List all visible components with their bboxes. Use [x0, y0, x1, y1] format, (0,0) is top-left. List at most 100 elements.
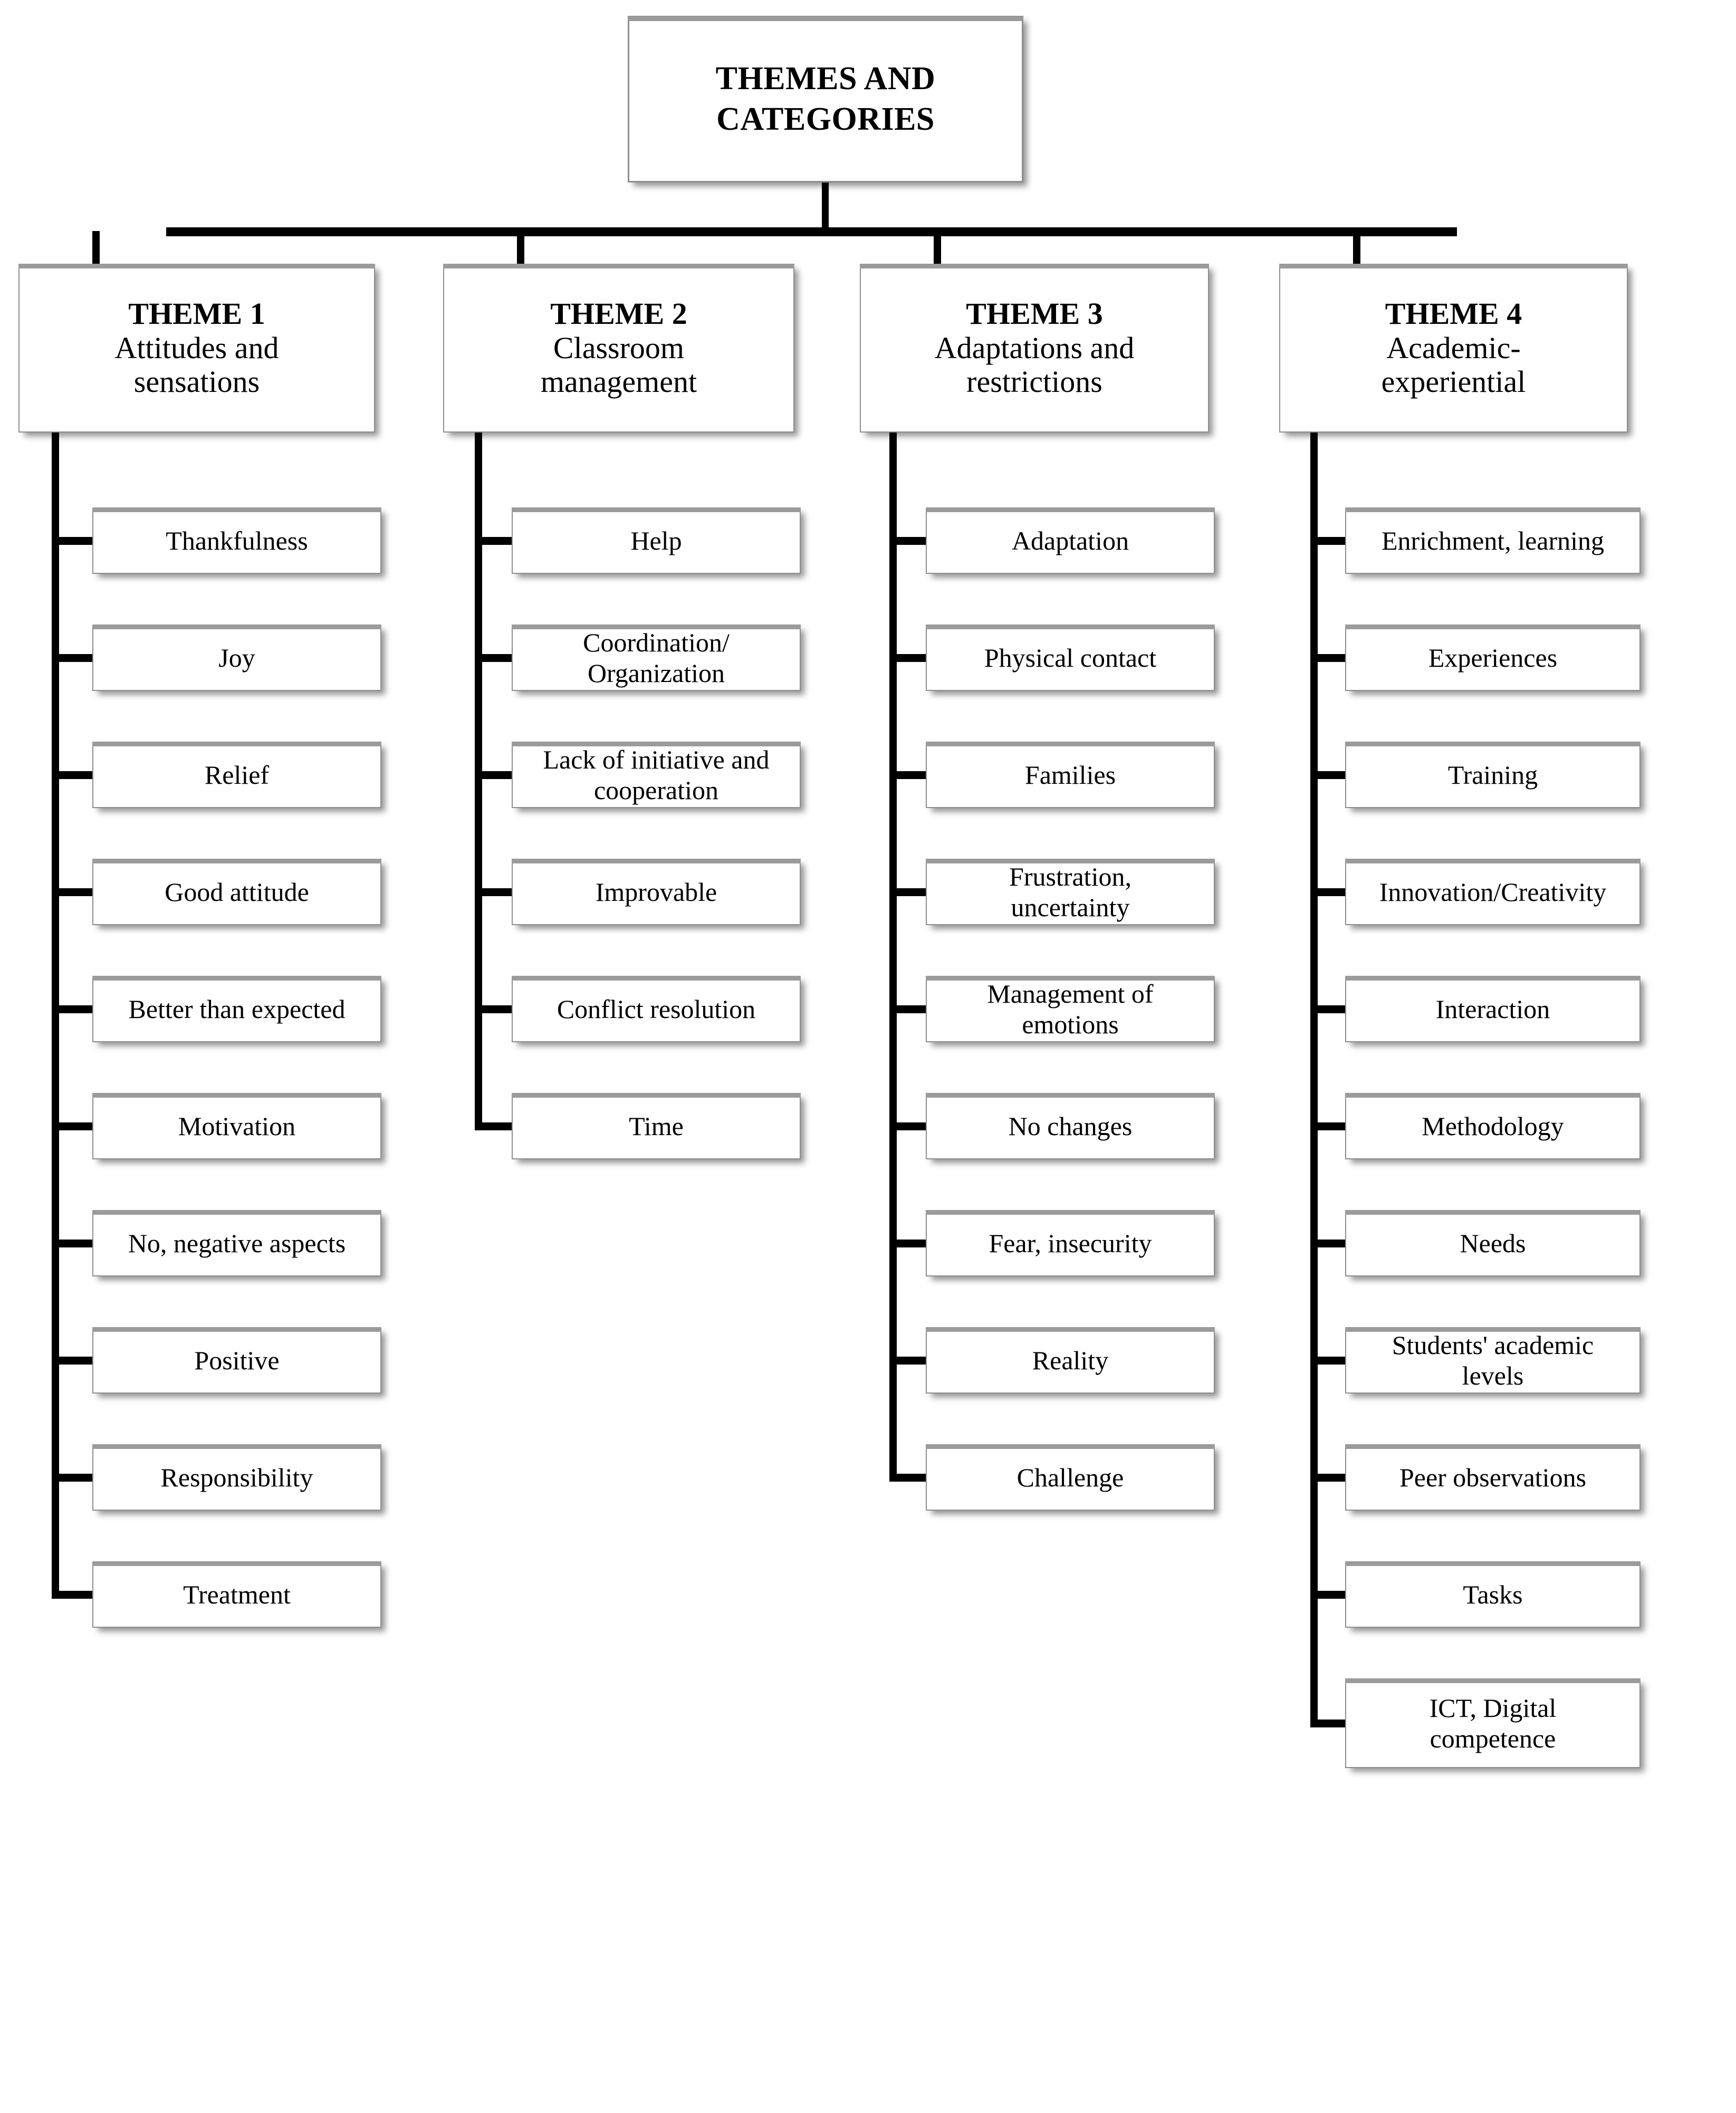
theme-3-leaf-6: No changes [926, 1093, 1215, 1159]
theme-4-branch-10 [1310, 1591, 1348, 1599]
box-top-cap [1345, 1444, 1641, 1449]
theme-3-branch-2 [889, 654, 929, 662]
theme-4-leaf-10-label: Tasks [1463, 1580, 1523, 1609]
theme-4-leaf-5: Interaction [1345, 976, 1641, 1042]
theme-4-leaf-10: Tasks [1345, 1561, 1641, 1628]
theme-4-branch-8 [1310, 1357, 1348, 1365]
theme-1-number: THEME 1 [128, 296, 265, 331]
theme-1-leaf-6: Motivation [92, 1093, 381, 1159]
theme-2-spine-connector [475, 429, 482, 1130]
theme-2-leaf-1: Help [512, 507, 801, 574]
theme-1-branch-1 [52, 537, 95, 545]
theme-4-leaf-9: Peer observations [1345, 1444, 1641, 1511]
box-top-cap [1345, 1678, 1641, 1683]
theme-3-branch-4 [889, 888, 929, 896]
box-top-cap [92, 859, 381, 863]
box-top-cap [1345, 1327, 1641, 1332]
theme-3-leaf-7-label: Fear, insecurity [989, 1228, 1152, 1258]
box-top-cap [18, 264, 375, 268]
theme-4-stem-connector [1353, 231, 1360, 265]
theme-3-leaf-8: Reality [926, 1327, 1215, 1394]
box-top-cap [926, 742, 1215, 746]
theme-2-branch-3 [475, 771, 515, 779]
box-top-cap [628, 16, 1023, 21]
theme-4-leaf-5-label: Interaction [1435, 994, 1550, 1024]
box-top-cap [926, 859, 1215, 863]
box-top-cap [1345, 859, 1641, 863]
theme-4-leaf-7: Needs [1345, 1210, 1641, 1276]
box-top-cap [926, 976, 1215, 981]
theme-4-leaf-6-label: Methodology [1422, 1111, 1564, 1141]
box-top-cap [92, 1444, 381, 1449]
theme-3-number: THEME 3 [966, 296, 1103, 331]
theme-1-leaf-4: Good attitude [92, 859, 381, 925]
theme-4-leaf-2-label: Experiences [1428, 643, 1558, 673]
theme-2-leaf-6: Time [512, 1093, 801, 1159]
theme-1-branch-10 [52, 1591, 95, 1599]
theme-3-leaf-2-label: Physical contact [984, 643, 1157, 673]
theme-4-leaf-3-label: Training [1447, 760, 1538, 790]
theme-1-leaf-4-label: Good attitude [165, 877, 309, 907]
theme-2-branch-5 [475, 1005, 515, 1013]
theme-1-name: Attitudes and sensations [114, 330, 279, 399]
theme-3-leaf-1-label: Adaptation [1011, 526, 1129, 555]
box-top-cap [512, 1093, 801, 1098]
theme-2-stem-connector [517, 231, 524, 265]
theme-4-leaf-1-label: Enrichment, learning [1381, 526, 1605, 555]
theme-4-branch-11 [1310, 1720, 1348, 1727]
box-top-cap [1345, 625, 1641, 629]
theme-1-spine-connector [52, 429, 59, 1599]
theme-4-leaf-11: ICT, Digital competence [1345, 1678, 1641, 1768]
theme-4-name: Academic- experiential [1381, 330, 1526, 399]
theme-4-number: THEME 4 [1385, 296, 1522, 331]
box-top-cap [1345, 1210, 1641, 1215]
theme-4-leaf-8-label: Students' academic levels [1392, 1330, 1594, 1390]
box-top-cap [512, 976, 801, 981]
theme-4-leaf-6: Methodology [1345, 1093, 1641, 1159]
theme-4-leaf-3: Training [1345, 742, 1641, 808]
box-top-cap [926, 625, 1215, 629]
theme-1-branch-6 [52, 1122, 95, 1130]
box-top-cap [92, 742, 381, 746]
theme-2-leaf-5: Conflict resolution [512, 976, 801, 1042]
box-top-cap [92, 1093, 381, 1098]
theme-1-leaf-6-label: Motivation [178, 1111, 296, 1141]
theme-2-branch-6 [475, 1122, 515, 1130]
root-stem-connector [822, 183, 829, 231]
theme-1-leaf-2-label: Joy [218, 643, 255, 673]
box-top-cap [512, 859, 801, 863]
theme-3-branch-1 [889, 537, 929, 545]
theme-1-branch-9 [52, 1474, 95, 1482]
theme-3-stem-connector [934, 231, 941, 265]
theme-3-leaf-5: Management of emotions [926, 976, 1215, 1042]
theme-1-leaf-3: Relief [92, 742, 381, 808]
theme-3-branch-9 [889, 1474, 929, 1482]
box-top-cap [1345, 1093, 1641, 1098]
theme-2-number: THEME 2 [550, 296, 687, 331]
theme-2-leaf-2-label: Coordination/ Organization [583, 628, 730, 688]
box-top-cap [1345, 976, 1641, 981]
theme-3-branch-6 [889, 1122, 929, 1130]
box-top-cap [926, 1210, 1215, 1215]
theme-3-leaf-9-label: Challenge [1016, 1463, 1124, 1492]
theme-1-leaf-9: Responsibility [92, 1444, 381, 1511]
box-top-cap [512, 507, 801, 512]
theme-4-branch-6 [1310, 1122, 1348, 1130]
theme-4-leaf-8: Students' academic levels [1345, 1327, 1641, 1394]
theme-4-spine-connector [1310, 429, 1318, 1727]
box-top-cap [443, 264, 794, 268]
theme-1-branch-7 [52, 1240, 95, 1247]
theme-1-leaf-2: Joy [92, 625, 381, 691]
theme-4-branch-1 [1310, 537, 1348, 545]
box-top-cap [92, 976, 381, 981]
theme-4-branch-7 [1310, 1240, 1348, 1247]
box-top-cap [1279, 264, 1628, 268]
theme-1-leaf-1-label: Thankfulness [166, 526, 308, 555]
box-top-cap [860, 264, 1209, 268]
theme-1-leaf-1: Thankfulness [92, 507, 381, 574]
theme-3-leaf-3-label: Families [1024, 760, 1116, 790]
